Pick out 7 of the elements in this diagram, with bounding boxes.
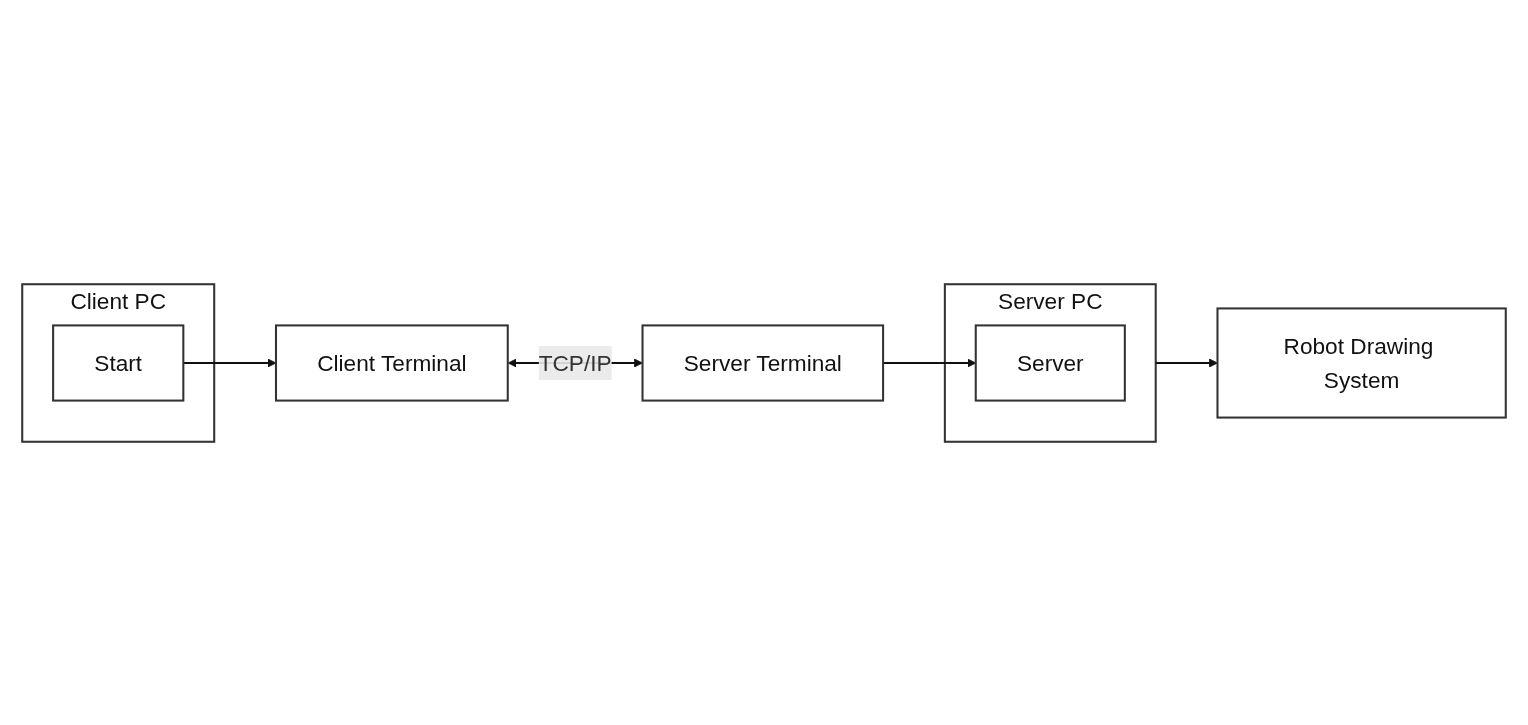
node-box: Start — [52, 323, 185, 402]
arrow — [1155, 357, 1218, 368]
node-box: Robot Drawing System — [1216, 306, 1507, 419]
edge-label: TCP/IP — [538, 349, 612, 376]
node-box: Server Terminal — [641, 323, 885, 402]
node-box: Server — [974, 323, 1126, 402]
node-box: Client Terminal — [274, 323, 509, 402]
